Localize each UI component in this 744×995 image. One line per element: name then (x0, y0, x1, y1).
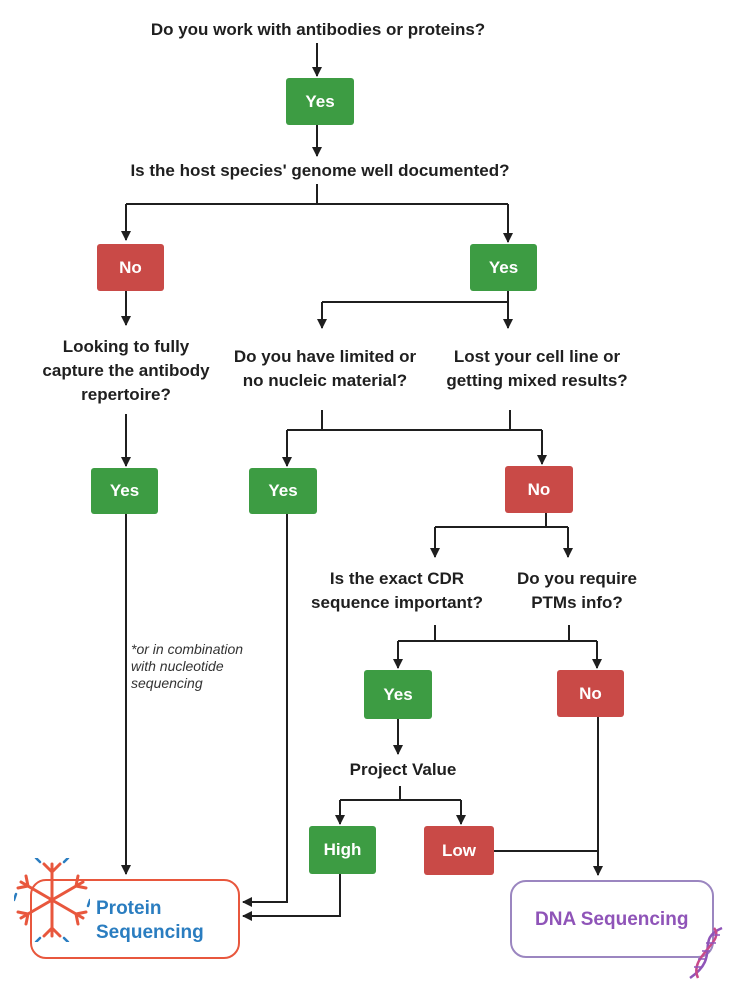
dna-sequencing-outcome (510, 880, 714, 958)
no-box-genome: No (97, 244, 164, 291)
low-value-box: Low (424, 826, 494, 875)
question-lost-cell-line: Lost your cell line or getting mixed res… (446, 347, 628, 390)
question-genome-documented: Is the host species' genome well documen… (130, 161, 510, 180)
yes-box-antibodies: Yes (286, 78, 354, 125)
high-value-box: High (309, 826, 376, 874)
no-box-cell-line: No (505, 466, 573, 513)
question-cdr-sequence: Is the exact CDR sequence important? (311, 569, 483, 612)
question-antibody-repertoire: Looking to fully capture the antibody re… (42, 337, 210, 404)
question-works-with-antibodies: Do you work with antibodies or proteins? (150, 20, 486, 39)
dna-helix-icon (689, 926, 723, 980)
no-box-ptms: No (557, 670, 624, 717)
yes-box-repertoire: Yes (91, 468, 158, 514)
yes-box-cdr: Yes (364, 670, 432, 719)
question-limited-nucleic-material: Do you have limited or no nucleic materi… (233, 347, 417, 390)
question-ptms-info: Do you require PTMs info? (517, 569, 637, 612)
dna-sequencing-label: DNA Sequencing (535, 909, 689, 930)
protein-sequencing-label: Protein Sequencing (96, 898, 204, 943)
antibody-icon (14, 858, 90, 942)
combination-note: *or in combination with nucleotide seque… (131, 641, 244, 691)
yes-box-genome: Yes (470, 244, 537, 291)
question-project-value: Project Value (349, 760, 457, 779)
yes-box-nucleic-material: Yes (249, 468, 317, 514)
